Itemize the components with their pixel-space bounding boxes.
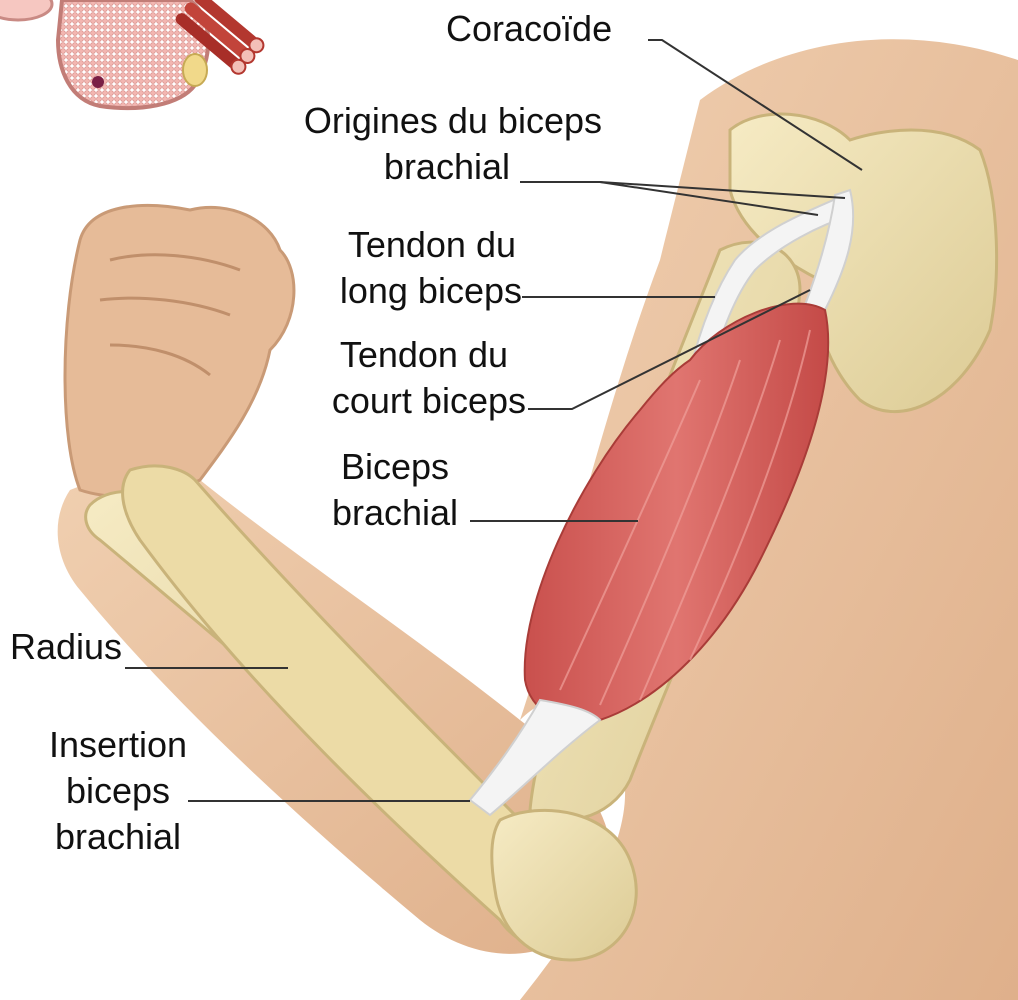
fist bbox=[65, 205, 294, 496]
label-coracoide-text: Coracoïde bbox=[446, 6, 612, 52]
label-radius: Radius bbox=[10, 624, 122, 670]
label-insertion-line3: brachial bbox=[30, 814, 206, 860]
label-tendon-court-line1: Tendon du bbox=[300, 332, 526, 378]
label-biceps: Biceps brachial bbox=[320, 444, 470, 536]
label-tendon-long: Tendon du long biceps bbox=[300, 222, 522, 314]
label-biceps-line2: brachial bbox=[320, 490, 470, 536]
label-biceps-line1: Biceps bbox=[320, 444, 470, 490]
label-tendon-court: Tendon du court biceps bbox=[300, 332, 526, 424]
label-coracoide: Coracoïde bbox=[446, 6, 612, 52]
label-insertion: Insertion biceps brachial bbox=[30, 722, 206, 860]
label-origines-line2: brachial bbox=[262, 144, 602, 190]
label-tendon-long-line2: long biceps bbox=[300, 268, 522, 314]
label-insertion-line2: biceps bbox=[30, 768, 206, 814]
label-origines: Origines du biceps brachial bbox=[262, 98, 602, 190]
label-tendon-court-line2: court biceps bbox=[300, 378, 526, 424]
label-insertion-line1: Insertion bbox=[30, 722, 206, 768]
label-tendon-long-line1: Tendon du bbox=[300, 222, 522, 268]
label-radius-text: Radius bbox=[10, 624, 122, 670]
muscle-cross-section-icon bbox=[0, 0, 266, 108]
label-origines-line1: Origines du biceps bbox=[262, 98, 602, 144]
